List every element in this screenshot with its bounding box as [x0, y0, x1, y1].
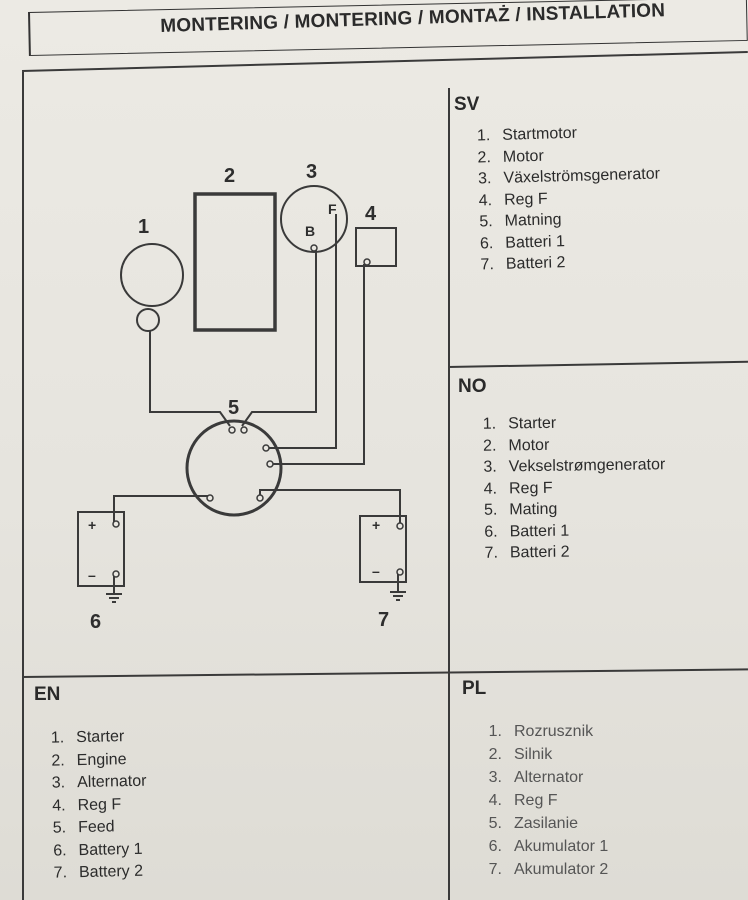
wire-switch-to-battery-2 [259, 489, 401, 524]
list-item: 6.Batteri 1 [484, 522, 570, 541]
battery-2-shape [359, 515, 407, 583]
wire-alternator-b-to-switch [241, 250, 317, 427]
alternator-terminal-f-label: F [328, 201, 337, 217]
battery-1-plus-label: + [88, 517, 96, 533]
list-item: 7.Battery 2 [53, 862, 144, 882]
alternator-shape [280, 185, 348, 253]
list-item: 6.Battery 1 [53, 840, 143, 860]
terminal-dot [112, 570, 120, 578]
sv-no-divider [448, 360, 748, 368]
list-item: 5.Zasilanie [488, 815, 579, 832]
pl-parts-list: 1.Rozrusznik 2.Silnik 3.Alternator 4.Reg… [472, 720, 609, 881]
regulator-shape [355, 227, 397, 267]
wiring-diagram: 1 2 3 4 5 6 7 B F + – + – [77, 161, 407, 633]
list-item: 7.Batteri 2 [484, 543, 570, 562]
table-top-border [22, 50, 748, 72]
list-item: 2.Engine [51, 750, 127, 770]
list-item: 4.Reg F [52, 795, 122, 815]
label-starter-number: 1 [138, 216, 149, 238]
en-parts-list: 1.Starter 2.Engine 3.Alternator 4.Reg F … [34, 726, 149, 886]
terminal-dot [112, 520, 120, 528]
list-item: 6.Akumulator 1 [488, 838, 609, 855]
label-battery-2-number: 7 [378, 609, 389, 631]
list-item: 3.Alternator [51, 772, 147, 792]
terminal-dot [363, 258, 371, 266]
sv-parts-list: 1.Startmotor 2.Motor 3.Växelströmsgenera… [460, 120, 663, 276]
battery-2-plus-label: + [372, 517, 380, 533]
terminal-dot [262, 444, 270, 452]
ground-battery-2 [390, 574, 406, 601]
list-item: 2.Silnik [488, 746, 553, 763]
battery-1-minus-label: – [88, 567, 96, 583]
terminal-dot [256, 494, 264, 502]
battery-switch-shape [185, 419, 283, 517]
sv-section-code: SV [454, 94, 480, 115]
list-item: 4.Reg F [488, 792, 558, 809]
no-parts-list: 1.Starter 2.Motor 3.Vekselstrømgenerator… [466, 411, 667, 564]
list-item: 4.Reg F [483, 479, 553, 498]
terminal-dot [240, 426, 248, 434]
wire-starter-to-switch [149, 331, 231, 427]
battery-1-shape [77, 511, 125, 587]
list-item: 1.Rozrusznik [488, 723, 594, 740]
list-item: 5.Feed [52, 818, 115, 837]
list-item: 7.Akumulator 2 [488, 861, 609, 878]
table-left-border [22, 72, 24, 900]
list-item: 1.Starter [50, 728, 125, 747]
engine-shape [193, 192, 277, 332]
starter-solenoid-shape [136, 308, 160, 332]
terminal-dot [396, 568, 404, 576]
pl-section-code: PL [462, 678, 487, 699]
battery-2-minus-label: – [372, 563, 380, 579]
list-item: 3.Alternator [488, 769, 584, 786]
terminal-dot [206, 494, 214, 502]
table-center-divider [448, 88, 450, 900]
terminal-dot [310, 244, 318, 252]
wire-alternator-f-to-switch [268, 214, 337, 449]
terminal-dot [396, 522, 404, 530]
list-item: 5.Mating [483, 500, 558, 519]
label-alternator-number: 3 [306, 161, 317, 183]
terminal-dot [266, 460, 274, 468]
list-item: 3.Vekselstrømgenerator [483, 456, 666, 476]
label-engine-number: 2 [224, 165, 235, 187]
starter-motor-shape [120, 243, 184, 307]
label-switch-number: 5 [228, 397, 239, 419]
list-item: 1.Starter [482, 414, 557, 433]
alternator-terminal-b-label: B [305, 223, 315, 239]
wire-regulator-to-switch [270, 264, 365, 465]
table-middle-divider [22, 668, 748, 678]
ground-battery-1 [106, 574, 122, 603]
terminal-dot [228, 426, 236, 434]
list-item: 7.Batteri 2 [480, 254, 566, 274]
wire-switch-to-battery-1 [113, 495, 211, 524]
no-section-code: NO [458, 376, 487, 397]
label-regulator-number: 4 [365, 203, 377, 225]
en-section-code: EN [34, 684, 61, 705]
list-item: 2.Motor [482, 436, 550, 455]
label-battery-1-number: 6 [90, 611, 101, 633]
